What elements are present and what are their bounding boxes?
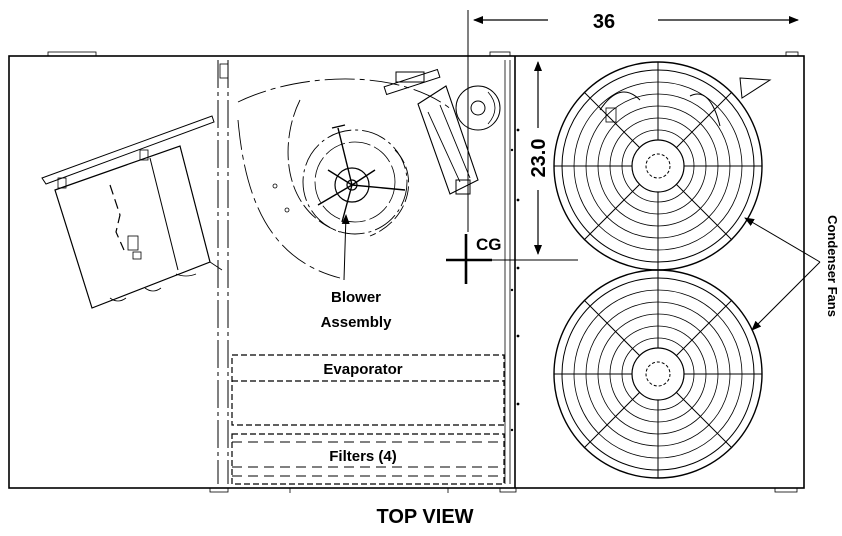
filters-label: Filters (4) (329, 448, 397, 465)
blower-callout: Blower Assembly (321, 214, 393, 331)
center-of-gravity: CG (446, 10, 578, 284)
control-box (41, 115, 223, 309)
filters: Filters (4) (231, 433, 505, 485)
width-dimension: 36 (473, 11, 799, 33)
unit-outline (8, 51, 805, 493)
blower-motor-bracket (383, 68, 501, 195)
height-dimension-value: 23.0 (528, 139, 550, 178)
condenser-fans-label: Condenser Fans (825, 215, 840, 317)
cg-label: CG (476, 235, 502, 254)
blower-partition (217, 60, 229, 484)
condenser-callout: Condenser Fans (744, 215, 840, 331)
fasteners (510, 128, 520, 432)
condenser-fan-1 (553, 61, 772, 271)
view-title: TOP VIEW (376, 506, 473, 528)
condenser-fan-2 (553, 269, 763, 479)
blower-label-line2: Assembly (321, 314, 393, 331)
blower-label-line1: Blower (331, 289, 381, 306)
height-dimension: 23.0 (528, 61, 550, 255)
width-dimension-value: 36 (593, 11, 615, 33)
evaporator: Evaporator (231, 354, 505, 426)
evaporator-label: Evaporator (323, 361, 402, 378)
